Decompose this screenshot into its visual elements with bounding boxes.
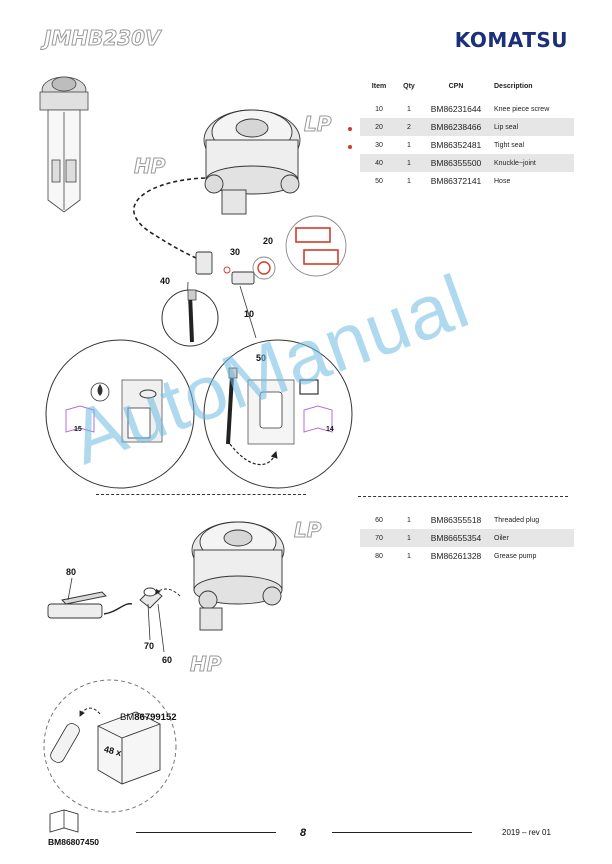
lp-label-bottom: LP bbox=[293, 518, 322, 543]
row-description: Grease pump bbox=[494, 552, 537, 560]
callout-50: 50 bbox=[256, 353, 267, 363]
ref-page-right: 14 bbox=[326, 426, 334, 433]
wear-part-marker bbox=[348, 145, 352, 149]
table-row: 40 1 BM86355500 Knuckle−joint bbox=[360, 154, 574, 172]
hammer-overview-illustration bbox=[39, 76, 89, 213]
row-cpn: BM86238466 bbox=[420, 118, 492, 136]
row-item: 80 bbox=[375, 552, 383, 560]
section-divider bbox=[358, 496, 568, 497]
revision-label: 2019 – rev 01 bbox=[502, 828, 551, 837]
row-qty: 1 bbox=[398, 154, 420, 172]
seal-detail-illustration bbox=[285, 215, 347, 277]
hp-label-top: HP bbox=[133, 154, 166, 179]
row-description: Knuckle−joint bbox=[492, 154, 574, 172]
row-cpn: BM86355500 bbox=[420, 154, 492, 172]
table-row: 50 1 BM86372141 Hose bbox=[360, 172, 574, 190]
table-row: 60 1 BM86355518 Threaded plug bbox=[360, 511, 574, 529]
model-title: JMHB230V bbox=[44, 26, 162, 51]
footer-rule-right bbox=[332, 832, 472, 833]
row-description: Tight seal bbox=[494, 141, 525, 149]
row-item: 20 bbox=[360, 118, 398, 136]
kit-code-number: 86799152 bbox=[134, 712, 177, 723]
hose-path bbox=[133, 177, 208, 264]
section-divider bbox=[96, 494, 306, 495]
row-item: 70 bbox=[360, 529, 398, 547]
page-number: 8 bbox=[300, 827, 307, 839]
grease-kit-illustration bbox=[43, 679, 177, 813]
callout-30: 30 bbox=[230, 247, 241, 257]
row-cpn: BM86231644 bbox=[430, 104, 482, 114]
grease-pump-illustration bbox=[47, 577, 133, 619]
parts-table-bottom: 60 1 BM86355518 Threaded plug 70 1 BM866… bbox=[360, 511, 574, 565]
row-description: Oiler bbox=[492, 529, 574, 547]
row-item: 10 bbox=[375, 105, 383, 113]
parts-table-top: Item Qty CPN Description 10 1 BM86231644… bbox=[360, 78, 574, 190]
col-item-header: Item bbox=[371, 82, 387, 90]
lp-label-top: LP bbox=[303, 112, 332, 137]
row-qty: 2 bbox=[398, 118, 420, 136]
leader-line bbox=[239, 285, 257, 339]
row-qty: 1 bbox=[407, 105, 411, 113]
footer-rule-left bbox=[136, 832, 276, 833]
row-qty: 1 bbox=[407, 177, 411, 185]
kit-code-prefix: BM bbox=[120, 712, 135, 723]
row-item: 60 bbox=[375, 516, 383, 524]
kit-part-number: BM86799152 bbox=[120, 712, 177, 723]
table-row: 10 1 BM86231644 Knee piece screw bbox=[360, 100, 574, 118]
table-row: 70 1 BM86655354 Oiler bbox=[360, 529, 574, 547]
callout-70: 70 bbox=[144, 641, 155, 651]
oiler-plug-illustration bbox=[139, 587, 181, 653]
row-item: 30 bbox=[375, 141, 383, 149]
manual-book-icon bbox=[49, 809, 79, 833]
hose-closeup-illustration bbox=[161, 289, 219, 347]
row-cpn: BM86655354 bbox=[420, 529, 492, 547]
footer-document-code: BM86807450 bbox=[48, 837, 100, 847]
row-cpn: BM86372141 bbox=[430, 176, 482, 186]
detail-circle-right bbox=[203, 339, 353, 489]
row-description: Knee piece screw bbox=[494, 105, 550, 113]
parts-table-header: Item Qty CPN Description bbox=[360, 78, 574, 94]
detail-circle-left bbox=[45, 339, 195, 489]
row-qty: 1 bbox=[407, 552, 411, 560]
row-description: Threaded plug bbox=[494, 516, 540, 524]
row-qty: 1 bbox=[407, 516, 411, 524]
row-qty: 1 bbox=[407, 141, 411, 149]
col-description-header: Description bbox=[494, 82, 533, 90]
row-item: 40 bbox=[360, 154, 398, 172]
row-cpn: BM86355518 bbox=[430, 515, 482, 525]
callout-40: 40 bbox=[160, 276, 171, 286]
callout-20: 20 bbox=[263, 236, 274, 246]
row-description: Lip seal bbox=[492, 118, 574, 136]
col-cpn-header: CPN bbox=[448, 82, 464, 90]
table-row: 80 1 BM86261328 Grease pump bbox=[360, 547, 574, 565]
brand-logo: KOMATSU bbox=[454, 28, 568, 52]
callout-80: 80 bbox=[66, 567, 77, 577]
wear-part-marker bbox=[348, 127, 352, 131]
valve-body-bottom-illustration bbox=[191, 521, 285, 631]
row-cpn: BM86261328 bbox=[430, 551, 482, 561]
callout-10: 10 bbox=[244, 309, 255, 319]
table-row: 20 2 BM86238466 Lip seal bbox=[360, 118, 574, 136]
callout-60: 60 bbox=[162, 655, 173, 665]
row-qty: 1 bbox=[398, 529, 420, 547]
row-item: 50 bbox=[375, 177, 383, 185]
table-row: 30 1 BM86352481 Tight seal bbox=[360, 136, 574, 154]
row-description: Hose bbox=[494, 177, 511, 185]
col-qty-header: Qty bbox=[403, 82, 415, 90]
ref-page-left: 15 bbox=[74, 426, 82, 433]
knuckle-joint-illustration bbox=[195, 251, 276, 285]
valve-body-top-illustration bbox=[203, 109, 301, 215]
row-cpn: BM86352481 bbox=[430, 140, 482, 150]
hp-label-bottom: HP bbox=[189, 652, 222, 677]
